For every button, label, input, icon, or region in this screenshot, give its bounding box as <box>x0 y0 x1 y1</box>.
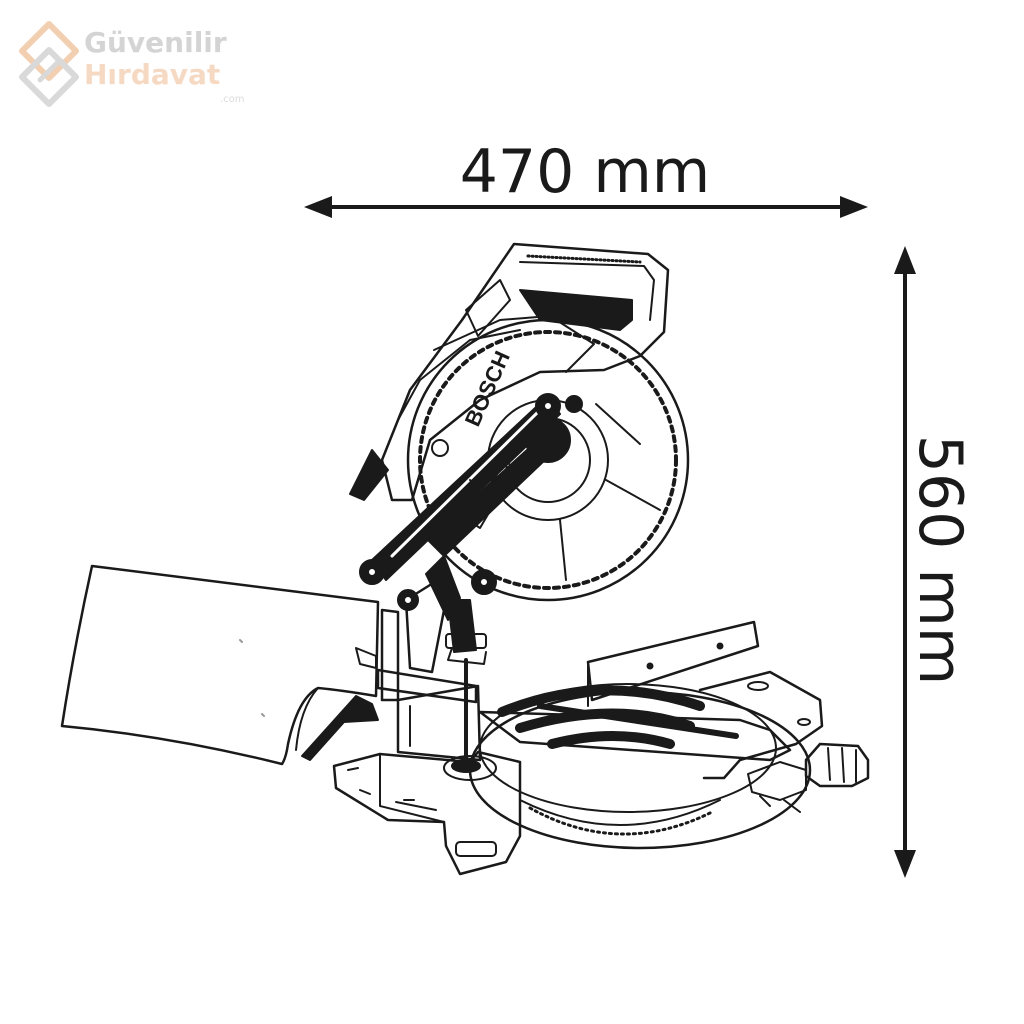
width-dimension-arrow <box>304 196 868 218</box>
saw-blade <box>406 318 690 602</box>
saw-fence <box>396 620 792 762</box>
watermark-logo: Güvenilir Hırdavat .com <box>18 18 248 108</box>
watermark-brand-tld: .com <box>220 94 245 105</box>
saw-handle-linkage <box>359 393 583 595</box>
height-dimension-arrow <box>894 246 916 878</box>
watermark-brand-line1: Güvenilir <box>84 26 227 59</box>
width-dimension-label: 470 mm <box>459 137 711 207</box>
saw-arm-column <box>380 555 477 702</box>
workpiece-clamp <box>376 633 497 781</box>
watermark-brand-line2: Hırdavat <box>84 58 221 91</box>
saw-motor-housing <box>349 242 670 502</box>
dust-bag <box>60 564 380 766</box>
height-dimension-label: 560 mm <box>905 434 975 686</box>
saw-base <box>332 670 870 876</box>
wrench-logo-icon <box>19 21 79 107</box>
bevel-lock-lever <box>301 647 379 761</box>
